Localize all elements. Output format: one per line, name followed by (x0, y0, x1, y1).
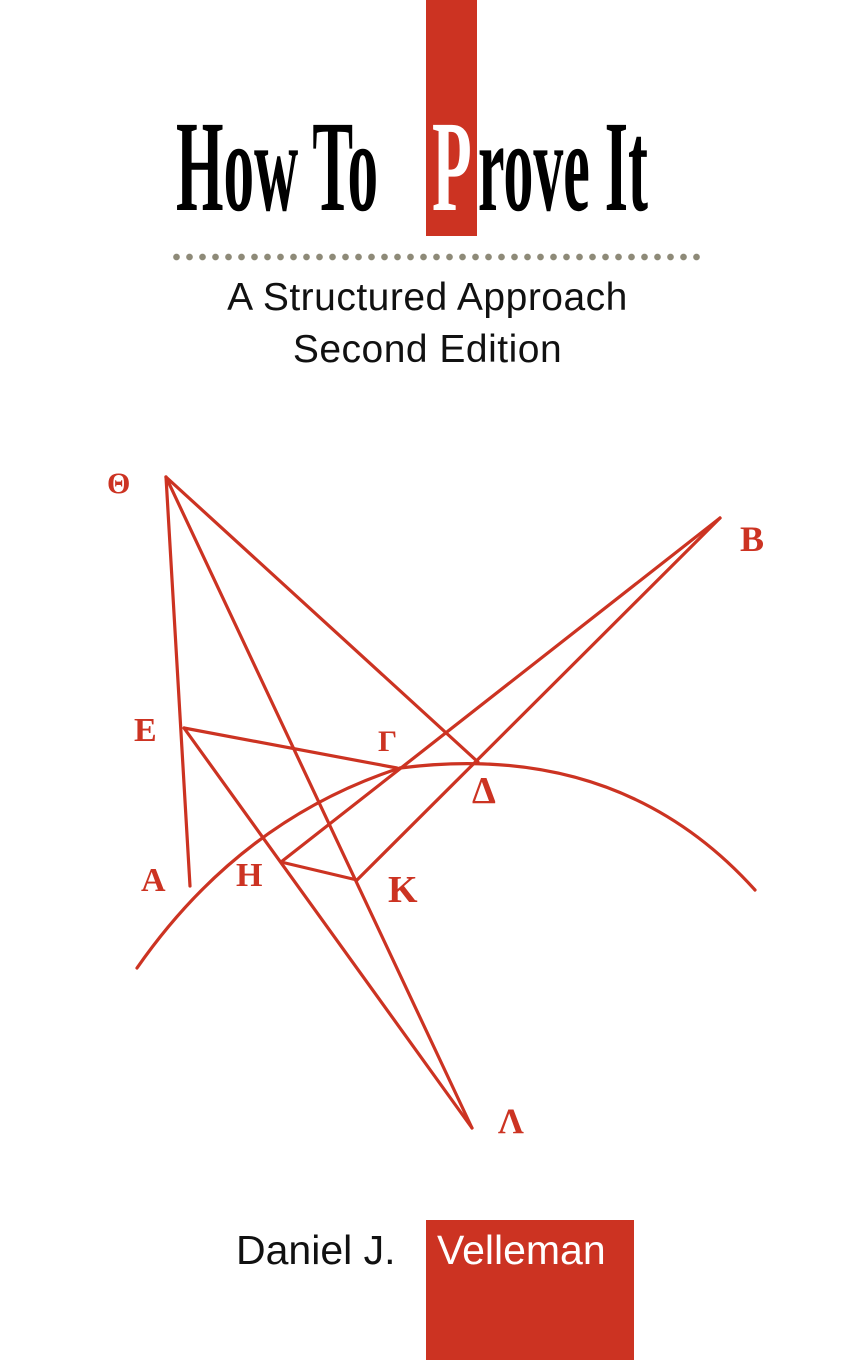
line-e-lambda (182, 726, 474, 1130)
line-b-h (279, 516, 722, 864)
label-h: H (236, 857, 262, 894)
label-gamma: Γ (378, 725, 397, 758)
line-b-k (355, 516, 722, 882)
author-first-name: Daniel J. (236, 1227, 396, 1273)
title-text-right: rove It (478, 95, 648, 239)
title-letter-p: P (432, 95, 472, 239)
book-title: How To P rove It (170, 92, 710, 242)
arc-lower-left (135, 766, 402, 970)
label-theta: Θ (107, 467, 130, 500)
line-h-k (279, 860, 359, 882)
dotted-divider (170, 252, 700, 262)
arc-upper (398, 762, 757, 892)
label-a: A (141, 862, 166, 899)
label-e: E (134, 712, 157, 749)
subtitle: A Structured Approach (227, 276, 628, 319)
label-b: B (740, 519, 764, 559)
red-bar-top (426, 0, 477, 236)
title-text-left: How To (176, 95, 379, 239)
line-theta-delta (164, 475, 480, 764)
edition: Second Edition (292, 328, 563, 371)
label-lambda: Λ (498, 1101, 524, 1141)
label-k: K (388, 869, 418, 911)
line-theta-lambda (164, 475, 474, 1130)
red-bar-bottom (426, 1220, 634, 1360)
author-last-name: Velleman (437, 1227, 606, 1273)
label-delta: Δ (472, 770, 496, 812)
line-theta-a (164, 475, 192, 888)
line-e-gamma (182, 726, 399, 770)
